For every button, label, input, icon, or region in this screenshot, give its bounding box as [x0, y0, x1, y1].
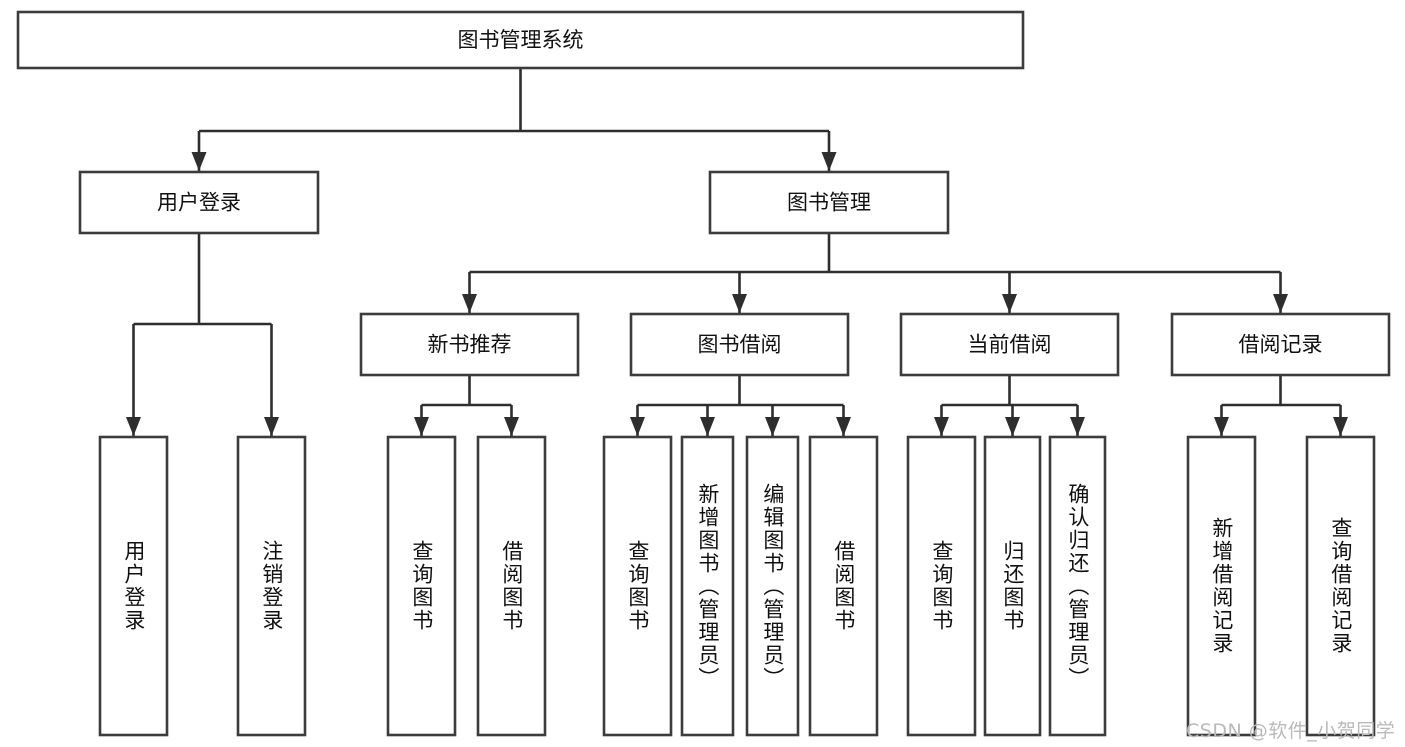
arrow-head-icon [836, 417, 851, 436]
arrow-head-icon [700, 417, 715, 436]
arrow-head-icon [821, 152, 837, 171]
arrow-head-icon [765, 417, 780, 436]
leaf-node-box[interactable] [745, 435, 800, 737]
arrow-head-icon [1214, 417, 1229, 436]
leaf-node-box[interactable] [98, 435, 169, 737]
level3-node-box[interactable] [899, 312, 1120, 377]
level2-node-box[interactable] [708, 170, 950, 235]
level2-node-label: 用户登录 [157, 191, 241, 215]
leaf-node-box[interactable] [983, 435, 1042, 737]
leaf-node-box[interactable] [1186, 435, 1257, 737]
level3-node-box[interactable] [359, 312, 580, 377]
arrow-head-icon [732, 294, 747, 313]
level3-node-label: 当前借阅 [968, 333, 1052, 357]
leaf-node-box[interactable] [476, 435, 547, 737]
leaf-node-box[interactable] [1048, 435, 1107, 737]
arrow-head-icon [1070, 417, 1085, 436]
root-node-box[interactable] [16, 10, 1025, 70]
node-box-layer [16, 10, 1391, 737]
connector-layer [126, 68, 1348, 436]
arrow-head-icon [630, 417, 645, 436]
arrow-head-icon [1005, 417, 1020, 436]
leaf-node-box[interactable] [236, 435, 307, 737]
level3-node-box[interactable] [629, 312, 850, 377]
level3-node-label: 新书推荐 [428, 333, 512, 357]
arrow-head-icon [1273, 294, 1288, 313]
leaf-node-box[interactable] [906, 435, 977, 737]
arrow-head-icon [1333, 417, 1348, 436]
arrow-head-icon [462, 294, 477, 313]
arrow-head-icon [191, 152, 207, 171]
leaf-node-box[interactable] [680, 435, 735, 737]
level3-node-label: 图书借阅 [698, 333, 782, 357]
arrow-head-icon [126, 417, 141, 436]
arrow-head-icon [414, 417, 429, 436]
arrow-head-icon [264, 417, 279, 436]
leaf-node-box[interactable] [808, 435, 879, 737]
arrow-head-icon [934, 417, 949, 436]
level3-node-label: 借阅记录 [1239, 333, 1323, 357]
level2-node-box[interactable] [78, 170, 320, 235]
level2-node-label: 图书管理 [787, 191, 871, 215]
level3-node-box[interactable] [1170, 312, 1391, 377]
leaf-node-box[interactable] [602, 435, 673, 737]
leaf-node-box[interactable] [386, 435, 457, 737]
leaf-node-box[interactable] [1305, 435, 1376, 737]
arrow-head-icon [504, 417, 519, 436]
arrow-head-icon [1002, 294, 1017, 313]
root-node-label: 图书管理系统 [458, 28, 584, 52]
csdn-watermark: CSDN @软件_小贺同学 [1186, 720, 1396, 742]
